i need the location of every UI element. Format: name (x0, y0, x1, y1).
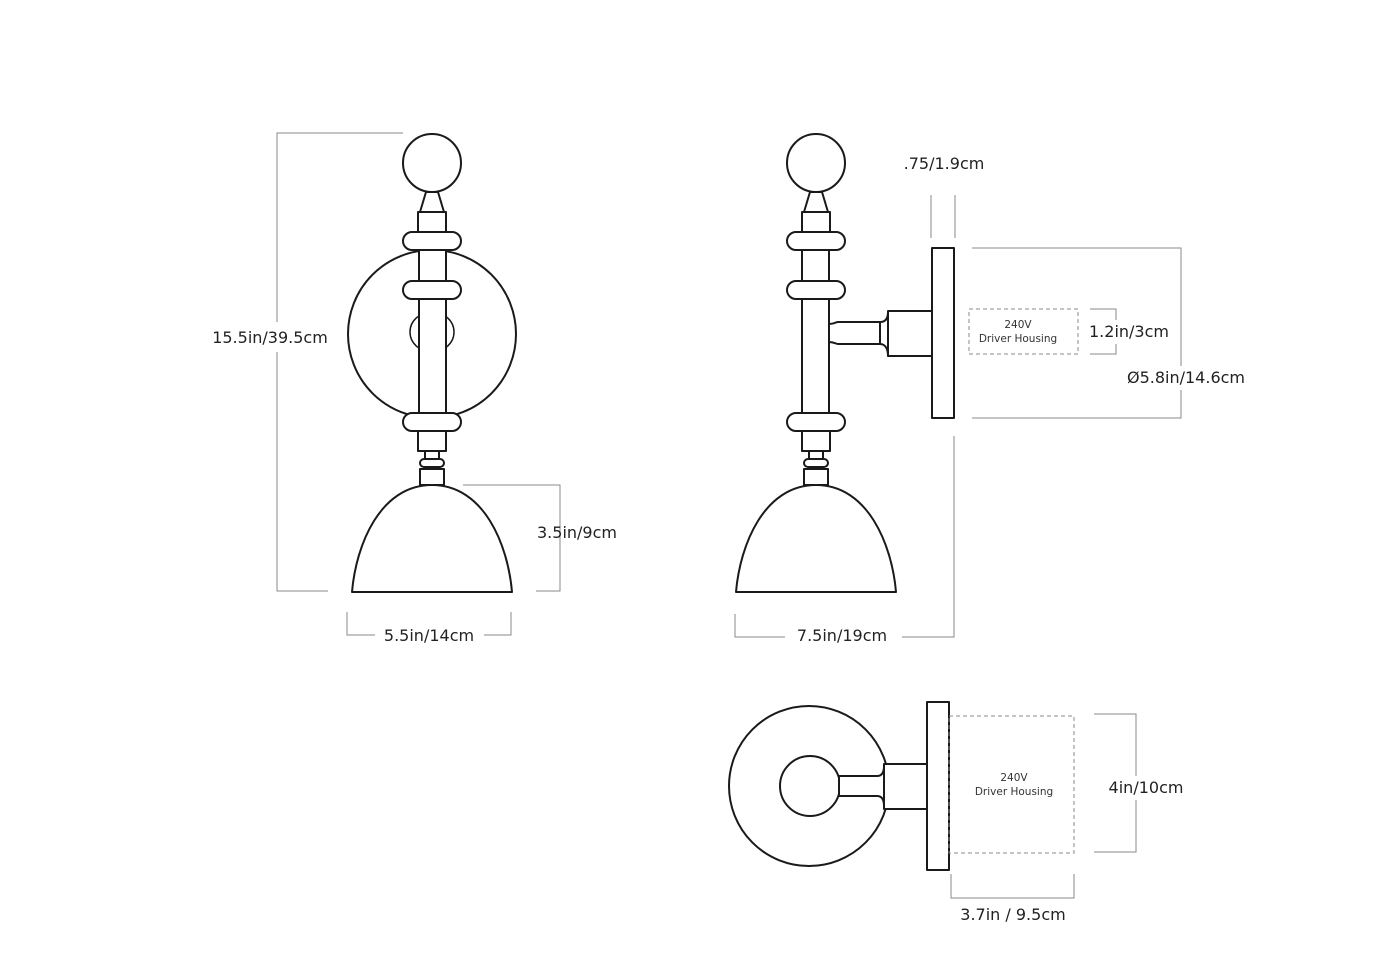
side-shade (735, 484, 897, 593)
front-joint-1 (424, 450, 440, 460)
front-collar-top (417, 211, 447, 233)
bottom-housing-voltage: 240V (1000, 772, 1028, 784)
bottom-driver-housing (948, 715, 1075, 854)
housing-depth-line (950, 874, 1075, 899)
front-stem (418, 244, 447, 436)
housing-height-bottom-label: 4in/10cm (1109, 778, 1184, 797)
side-view (735, 133, 955, 593)
bottom-mount-block (883, 763, 929, 810)
thickness-label: .75/1.9cm (904, 154, 985, 173)
side-wall-plate (931, 247, 955, 419)
plate-diameter-label: Ø5.8in/14.6cm (1127, 368, 1245, 387)
side-ring-2 (786, 280, 846, 300)
side-ring-3 (786, 412, 846, 432)
side-finial-neck (803, 191, 829, 213)
side-housing-voltage: 240V (1004, 319, 1032, 331)
side-joint-2 (803, 458, 829, 468)
width-dimension-right (484, 612, 512, 636)
shade-height-label: 3.5in/9cm (537, 523, 617, 542)
side-arm-flare (879, 311, 889, 357)
side-collar-top (801, 211, 831, 233)
bottom-housing-name: Driver Housing (975, 786, 1053, 798)
side-mount-block (887, 310, 934, 357)
width-label: 5.5in/14cm (384, 626, 474, 645)
bottom-view (728, 701, 950, 871)
shade-height-dimension-line (463, 484, 561, 592)
side-stem (801, 244, 830, 436)
housing-height-label: 1.2in/3cm (1089, 322, 1169, 341)
housing-depth-label: 3.7in / 9.5cm (960, 905, 1065, 924)
side-collar-bottom (801, 430, 831, 452)
front-joint-2 (419, 458, 445, 468)
front-finial-neck (419, 191, 445, 213)
side-housing-name: Driver Housing (979, 333, 1057, 345)
depth-label: 7.5in/19cm (797, 626, 887, 645)
front-collar-bottom (417, 430, 447, 452)
side-ring-1 (786, 231, 846, 251)
height-label: 15.5in/39.5cm (212, 328, 328, 347)
front-ring-2 (402, 280, 462, 300)
side-joint-1 (808, 450, 824, 460)
side-driver-housing (968, 308, 1079, 355)
front-finial-ball (402, 133, 462, 193)
side-shade-cap (803, 468, 829, 486)
plate-diameter-line (972, 247, 1182, 419)
front-dimensions (276, 132, 561, 636)
bottom-wall-plate (926, 701, 950, 871)
height-dimension-line (276, 132, 403, 592)
side-dimensions (734, 195, 1182, 638)
front-ring-1 (402, 231, 462, 251)
housing-dimension-bottom (1090, 341, 1117, 355)
front-view (347, 133, 517, 593)
width-dimension-left (346, 612, 375, 636)
front-ring-3 (402, 412, 462, 432)
depth-dimension-left (734, 614, 785, 638)
side-finial-ball (786, 133, 846, 193)
housing-dimension-top (1090, 308, 1117, 322)
bottom-shade-cap (779, 755, 841, 817)
depth-dimension-right (902, 436, 955, 638)
front-shade (351, 484, 513, 593)
front-shade-cap (419, 468, 445, 486)
bottom-dimensions (948, 713, 1137, 899)
side-arm (828, 321, 881, 345)
